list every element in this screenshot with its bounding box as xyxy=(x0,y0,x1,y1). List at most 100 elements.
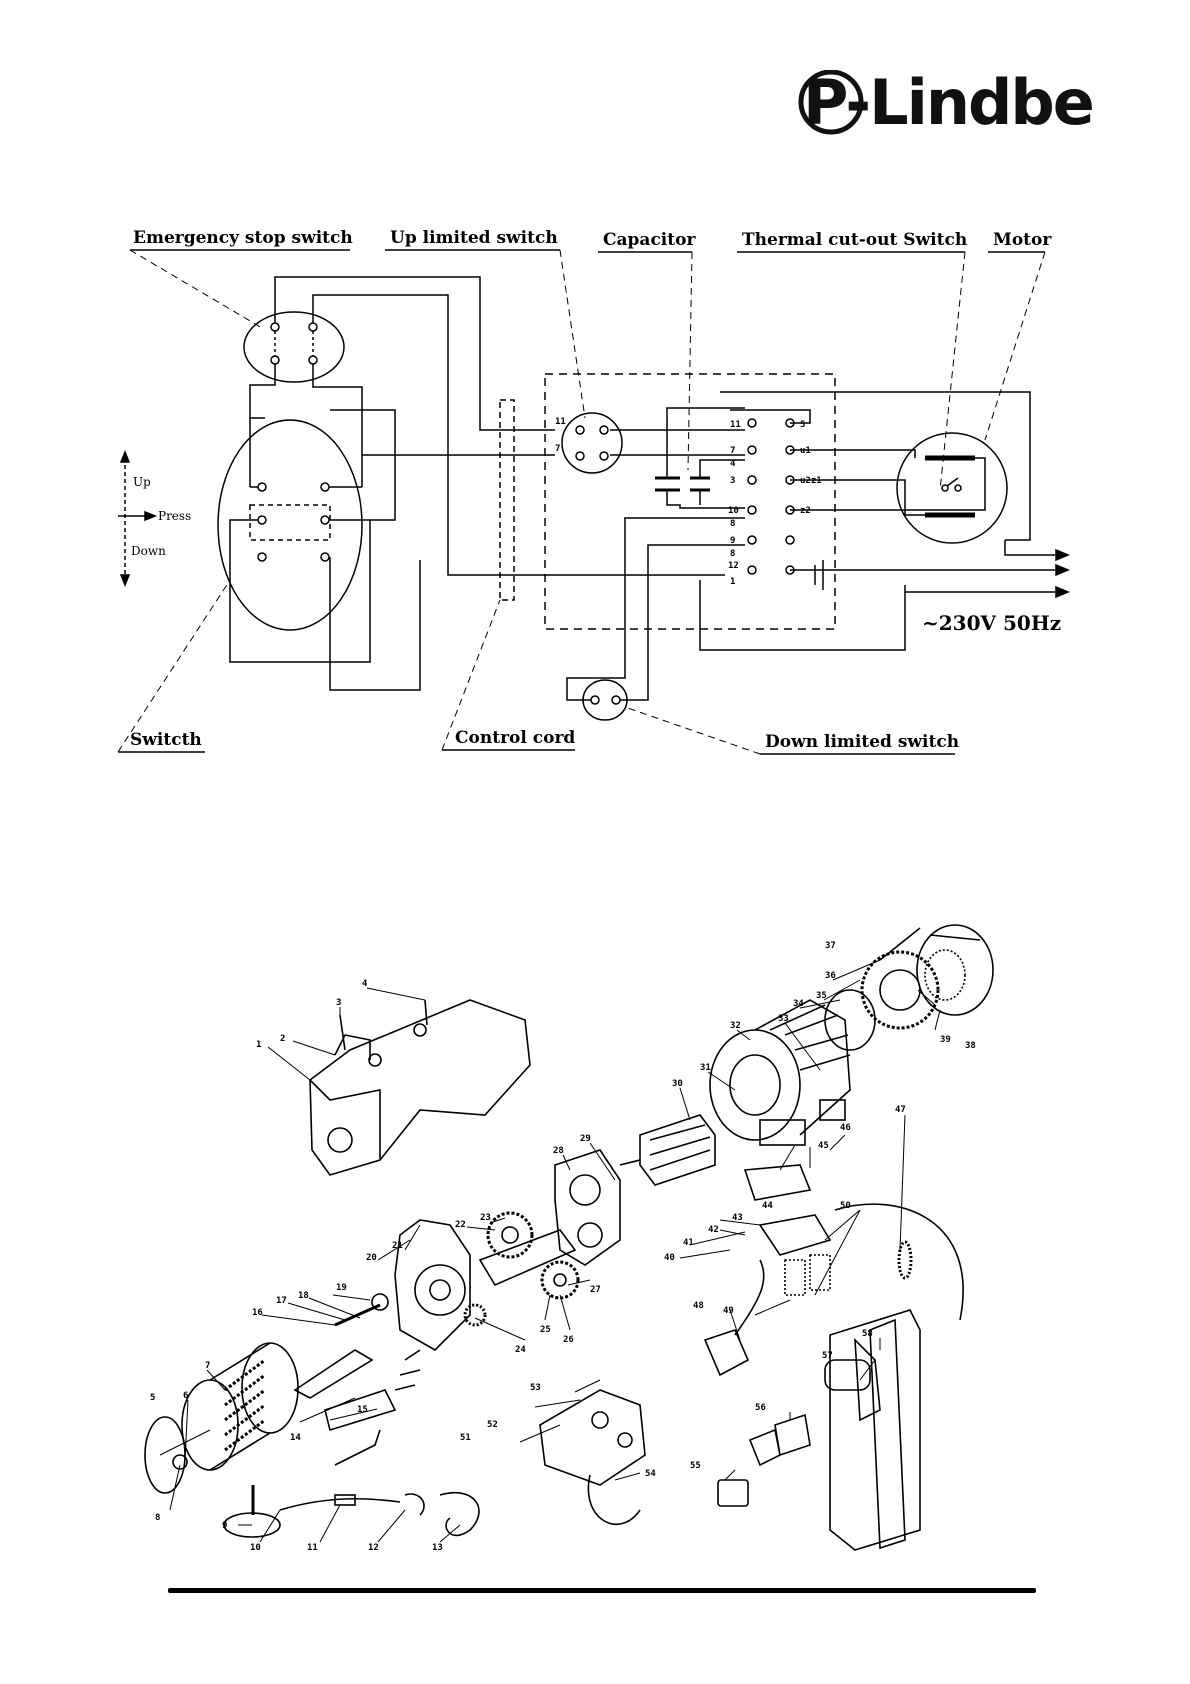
part-num-47: 47 xyxy=(895,1105,906,1115)
part-num-15: 15 xyxy=(357,1405,368,1415)
label-thermal-switch: Thermal cut-out Switch xyxy=(742,230,967,250)
terminal-z2: z2 xyxy=(800,506,811,516)
motor-fan-cover xyxy=(824,924,994,1051)
part-num-6: 6 xyxy=(183,1391,188,1401)
part-num-40: 40 xyxy=(664,1253,675,1263)
part-num-56: 56 xyxy=(755,1403,766,1413)
part-num-32: 32 xyxy=(730,1021,741,1031)
part-num-14: 14 xyxy=(290,1433,301,1443)
part-num-12: 12 xyxy=(368,1543,379,1553)
part-num-22: 22 xyxy=(455,1220,466,1230)
motor-rotor xyxy=(619,1114,716,1186)
part-num-17: 17 xyxy=(276,1296,287,1306)
part-num-24: 24 xyxy=(515,1345,526,1355)
up-switch-pin-7: 7 xyxy=(555,444,560,454)
bottom-hook-block xyxy=(539,1389,646,1526)
terminal-12: 12 xyxy=(728,561,739,571)
terminal-7: 7 xyxy=(730,446,735,456)
label-motor: Motor xyxy=(993,230,1052,250)
hook-assembly xyxy=(223,1485,480,1538)
terminal-4: 4 xyxy=(730,459,736,469)
part-num-36: 36 xyxy=(825,971,836,981)
terminal-5: 5 xyxy=(800,420,805,430)
direction-up: Up xyxy=(133,475,151,489)
capacitor xyxy=(655,476,710,492)
label-down-limited-switch: Down limited switch xyxy=(765,732,959,752)
up-switch-pin-11: 11 xyxy=(555,417,566,427)
part-num-16: 16 xyxy=(252,1308,263,1318)
exploded-parts-drawing: 1 2 3 4 5 6 7 8 9 10 11 12 13 14 15 16 1… xyxy=(144,924,994,1553)
emergency-stop-switch xyxy=(243,311,345,383)
part-num-29: 29 xyxy=(580,1134,591,1144)
terminal-10: 10 xyxy=(728,506,739,516)
terminal-11: 11 xyxy=(730,420,741,430)
part-num-23: 23 xyxy=(480,1213,491,1223)
part-num-44: 44 xyxy=(762,1201,773,1211)
terminal-3: 3 xyxy=(730,476,735,486)
part-num-54: 54 xyxy=(645,1469,656,1479)
limit-switch-box xyxy=(717,1479,749,1507)
part-num-55: 55 xyxy=(690,1461,701,1471)
terminal-u1: u1 xyxy=(800,446,811,456)
part-num-50: 50 xyxy=(840,1201,851,1211)
part-num-5: 5 xyxy=(150,1393,155,1403)
direction-down: Down xyxy=(131,544,166,558)
part-num-26: 26 xyxy=(563,1335,574,1345)
footer-rule xyxy=(168,1588,1036,1593)
part-num-51: 51 xyxy=(460,1433,471,1443)
part-num-21: 21 xyxy=(392,1241,403,1251)
terminal-8b: 8 xyxy=(730,549,735,559)
part-num-57: 57 xyxy=(822,1351,833,1361)
part-num-37: 37 xyxy=(825,941,836,951)
part-num-10: 10 xyxy=(250,1543,261,1553)
part-num-28: 28 xyxy=(553,1146,564,1156)
terminal-u2z1: u2z1 xyxy=(800,476,822,486)
part-num-1: 1 xyxy=(256,1040,261,1050)
part-num-46: 46 xyxy=(840,1123,851,1133)
terminal-box xyxy=(743,1164,832,1296)
power-cable xyxy=(834,1203,964,1321)
part-num-7: 7 xyxy=(205,1361,210,1371)
gear-plate xyxy=(554,1149,621,1266)
part-num-25: 25 xyxy=(540,1325,551,1335)
part-num-2: 2 xyxy=(280,1034,285,1044)
part-num-52: 52 xyxy=(487,1420,498,1430)
gear-train xyxy=(463,1211,580,1327)
label-supply: ~230V 50Hz xyxy=(922,611,1061,635)
part-num-35: 35 xyxy=(816,991,827,1001)
part-num-42: 42 xyxy=(708,1225,719,1235)
control-pendant xyxy=(748,1240,921,1551)
part-num-8: 8 xyxy=(155,1513,160,1523)
part-num-19: 19 xyxy=(336,1283,347,1293)
part-num-20: 20 xyxy=(366,1253,377,1263)
part-num-33: 33 xyxy=(778,1014,789,1024)
direction-press: Press xyxy=(158,509,191,523)
gear-housing xyxy=(394,1219,577,1351)
down-limited-switch xyxy=(566,517,745,721)
part-num-45: 45 xyxy=(818,1141,829,1151)
frame-bracket xyxy=(309,999,531,1176)
label-up-limited-switch: Up limited switch xyxy=(390,228,558,248)
part-num-38: 38 xyxy=(965,1041,976,1051)
terminal-1: 1 xyxy=(730,577,735,587)
label-switch: Switcth xyxy=(130,730,202,750)
terminal-block xyxy=(730,409,811,575)
part-num-11: 11 xyxy=(307,1543,318,1553)
part-num-31: 31 xyxy=(700,1063,711,1073)
terminal-9: 9 xyxy=(730,536,735,546)
wiring-diagram: Emergency stop switch Up limited switch … xyxy=(117,228,1070,755)
label-capacitor: Capacitor xyxy=(603,230,696,250)
pendant-switch xyxy=(217,419,363,631)
part-num-58: 58 xyxy=(862,1329,873,1339)
label-emergency-stop: Emergency stop switch xyxy=(133,228,353,248)
part-num-4: 4 xyxy=(362,979,368,989)
up-limited-switch xyxy=(561,412,623,474)
part-num-34: 34 xyxy=(793,999,804,1009)
power-plug xyxy=(703,1259,765,1377)
part-num-13: 13 xyxy=(432,1543,443,1553)
part-num-48: 48 xyxy=(693,1301,704,1311)
part-num-27: 27 xyxy=(590,1285,601,1295)
part-num-18: 18 xyxy=(298,1291,309,1301)
part-num-30: 30 xyxy=(672,1079,683,1089)
part-num-43: 43 xyxy=(732,1213,743,1223)
